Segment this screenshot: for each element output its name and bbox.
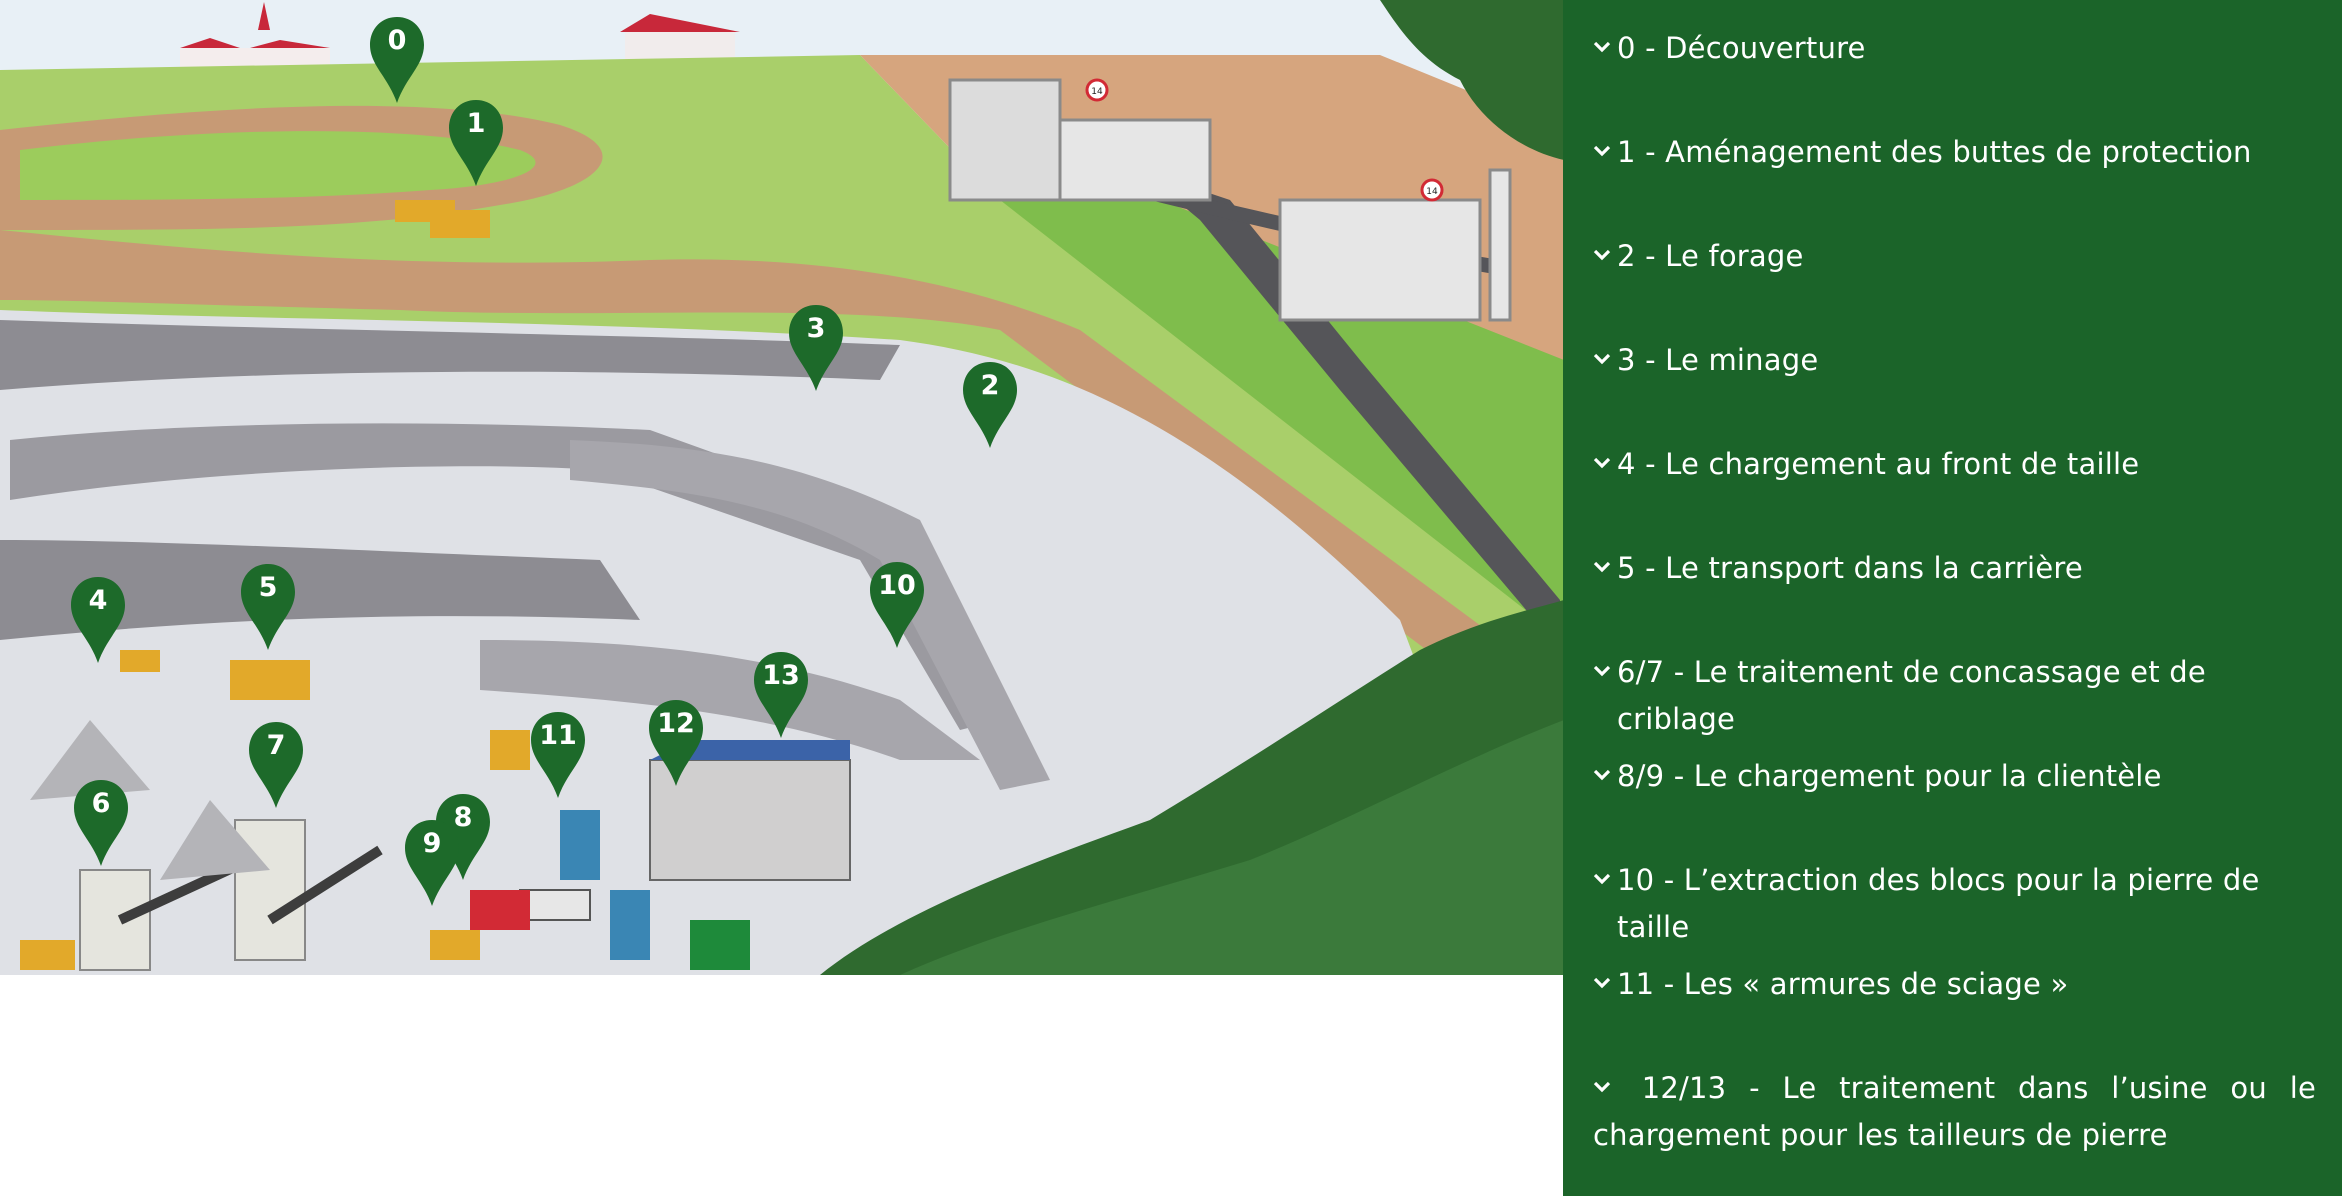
- chevron-down-icon: [1593, 961, 1617, 1008]
- forest-icon: [820, 0, 1564, 975]
- pin-label: 1: [466, 108, 486, 139]
- map-pin-9[interactable]: 9: [403, 818, 461, 908]
- pin-label: 8: [453, 802, 473, 833]
- speed-limit-sign-icon: 14 14: [1085, 78, 1444, 202]
- map-pin-6[interactable]: 6: [72, 778, 130, 868]
- map-pin-4[interactable]: 4: [69, 575, 127, 665]
- map-marker-icon: [436, 794, 490, 880]
- map-marker-icon: [649, 700, 703, 786]
- chevron-down-icon: [1593, 337, 1617, 384]
- accordion-item-label: 3 - Le minage: [1617, 343, 1819, 377]
- map-marker-icon: [789, 305, 843, 391]
- chevron-down-icon: [1593, 441, 1617, 488]
- map-pin-11[interactable]: 11: [529, 710, 587, 800]
- pin-label: 6: [91, 788, 111, 819]
- accordion-item-label: 5 - Le transport dans la carrière: [1617, 551, 2083, 585]
- quarry-map: 14 14 0 1 2 3 4 5 6 7 8 9: [0, 0, 1564, 975]
- accordion-item-1[interactable]: 1 - Aménagement des buttes de protection: [1593, 129, 2316, 233]
- pin-label: 7: [266, 730, 286, 761]
- svg-text:14: 14: [1091, 87, 1103, 97]
- map-marker-icon: [449, 100, 503, 186]
- map-pin-8[interactable]: 8: [434, 792, 492, 882]
- accordion-item-3[interactable]: 3 - Le minage: [1593, 337, 2316, 441]
- machinery-icon: [20, 200, 851, 971]
- accordion-item-label: 10 - L’extraction des blocs pour la pier…: [1617, 863, 2260, 944]
- accordion-item-10[interactable]: 12/13 - Le traitement dans l’usine ou le…: [1593, 1065, 2316, 1159]
- accordion-item-0[interactable]: 0 - Découverture: [1593, 25, 2316, 129]
- map-pin-1[interactable]: 1: [447, 98, 505, 188]
- map-pin-10[interactable]: 10: [868, 560, 926, 650]
- factory-icon: [948, 78, 1512, 322]
- map-marker-icon: [870, 562, 924, 648]
- accordion-item-9[interactable]: 11 - Les « armures de sciage »: [1593, 961, 2316, 1065]
- map-pin-5[interactable]: 5: [239, 562, 297, 652]
- quarry-illustration: 14 14: [0, 0, 1564, 975]
- accordion-item-label: 1 - Aménagement des buttes de protection: [1617, 135, 2252, 169]
- accordion-item-label: 11 - Les « armures de sciage »: [1617, 967, 2069, 1001]
- map-marker-icon: [370, 17, 424, 103]
- chevron-down-icon: [1593, 233, 1617, 280]
- pin-label: 13: [762, 660, 800, 691]
- chevron-down-icon: [1593, 1065, 1619, 1112]
- map-pin-13[interactable]: 13: [752, 650, 810, 740]
- map-marker-icon: [754, 652, 808, 738]
- pin-label: 10: [878, 570, 916, 601]
- chevron-down-icon: [1593, 129, 1617, 176]
- map-pin-7[interactable]: 7: [247, 720, 305, 810]
- pin-label: 12: [657, 708, 695, 739]
- pin-label: 2: [980, 370, 1000, 401]
- accordion-item-label: 6/7 - Le traitement de concassage et de …: [1617, 655, 2206, 736]
- pin-label: 3: [806, 313, 826, 344]
- chevron-down-icon: [1593, 545, 1617, 592]
- map-marker-icon: [74, 780, 128, 866]
- svg-text:14: 14: [1426, 187, 1438, 197]
- chevron-down-icon: [1593, 857, 1617, 904]
- accordion-item-7[interactable]: 8/9 - Le chargement pour la clientèle: [1593, 753, 2316, 857]
- map-pin-2[interactable]: 2: [961, 360, 1019, 450]
- chevron-down-icon: [1593, 649, 1617, 696]
- map-marker-icon: [71, 577, 125, 663]
- map-marker-icon: [531, 712, 585, 798]
- map-pin-12[interactable]: 12: [647, 698, 705, 788]
- map-marker-icon: [249, 722, 303, 808]
- accordion-item-label: 4 - Le chargement au front de taille: [1617, 447, 2140, 481]
- pin-label: 5: [258, 572, 278, 603]
- accordion-item-4[interactable]: 4 - Le chargement au front de taille: [1593, 441, 2316, 545]
- map-pin-0[interactable]: 0: [368, 15, 426, 105]
- accordion-item-5[interactable]: 5 - Le transport dans la carrière: [1593, 545, 2316, 649]
- accordion-item-label: 2 - Le forage: [1617, 239, 1804, 273]
- map-pin-3[interactable]: 3: [787, 303, 845, 393]
- map-marker-icon: [405, 820, 459, 906]
- accordion-item-label: 8/9 - Le chargement pour la clientèle: [1617, 759, 2162, 793]
- chevron-down-icon: [1593, 753, 1617, 800]
- pin-label: 0: [387, 25, 407, 56]
- map-marker-icon: [241, 564, 295, 650]
- steps-accordion: 0 - Découverture 1 - Aménagement des but…: [1563, 0, 2342, 1196]
- accordion-item-8[interactable]: 10 - L’extraction des blocs pour la pier…: [1593, 857, 2316, 961]
- pin-label: 11: [539, 720, 577, 751]
- accordion-item-label: 12/13 - Le traitement dans l’usine ou le…: [1593, 1071, 2316, 1152]
- pin-label: 9: [422, 828, 442, 859]
- accordion-item-label: 0 - Découverture: [1617, 31, 1866, 65]
- accordion-item-2[interactable]: 2 - Le forage: [1593, 233, 2316, 337]
- accordion-item-6[interactable]: 6/7 - Le traitement de concassage et de …: [1593, 649, 2316, 753]
- pin-label: 4: [88, 585, 108, 616]
- chevron-down-icon: [1593, 25, 1617, 72]
- map-marker-icon: [963, 362, 1017, 448]
